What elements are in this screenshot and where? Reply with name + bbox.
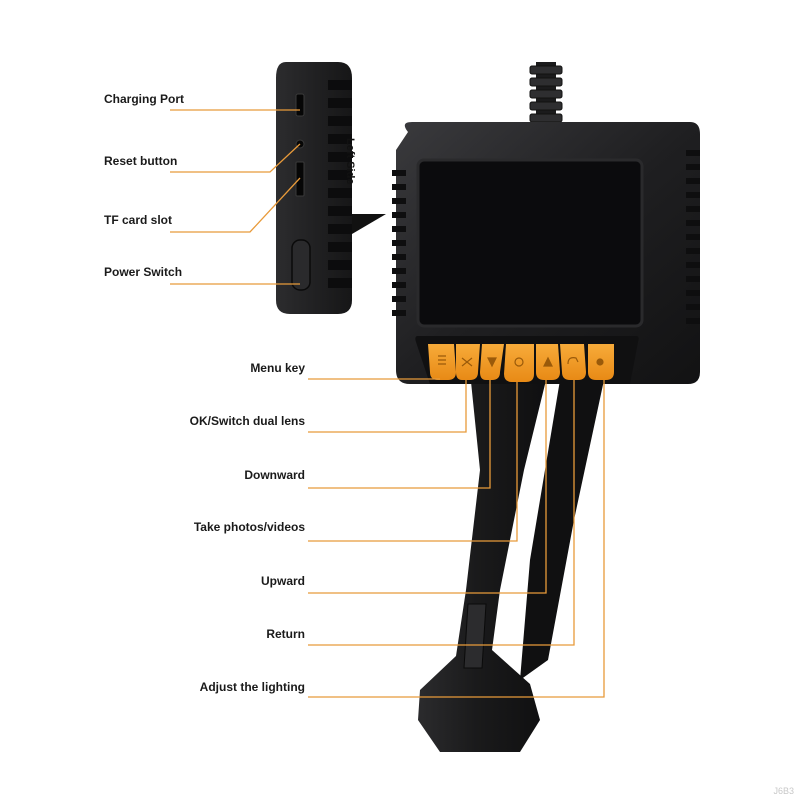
button-callouts (308, 378, 605, 698)
charging-port (295, 93, 305, 117)
menu-key-label: Menu key (250, 361, 305, 375)
take-photos-label: Take photos/videos (193, 520, 305, 534)
control-buttons (428, 344, 614, 382)
side-callouts (170, 109, 301, 285)
handle (418, 372, 604, 752)
cable (529, 62, 563, 132)
tf-card-slot-label: TF card slot (104, 213, 173, 227)
return-icon (567, 357, 579, 365)
power-switch (291, 239, 311, 291)
tf-card-slot (295, 161, 305, 197)
return-label: Return (266, 627, 305, 641)
downward-label: Downward (244, 468, 305, 482)
power-switch-label: Power Switch (104, 265, 183, 279)
ok-switch-label: OK/Switch dual lens (189, 414, 305, 428)
switch-lens-icon (461, 357, 473, 367)
up-arrow-icon (543, 356, 553, 367)
reset-button-label: Reset button (104, 154, 178, 168)
screen (416, 158, 644, 328)
return-button (560, 344, 586, 380)
watermark: J6B3 (773, 786, 794, 796)
menu-icon (438, 355, 446, 365)
photo-button (504, 344, 534, 382)
upward-label: Upward (260, 574, 305, 588)
menu-button (428, 344, 456, 380)
ok-button (456, 344, 480, 380)
left-side-title: Left Side (344, 138, 356, 185)
charging-port-label: Charging Port (104, 92, 184, 106)
down-arrow-icon (487, 357, 497, 368)
light-icon (596, 358, 604, 366)
adjust-lighting-label: Adjust the lighting (199, 680, 305, 694)
device-body (392, 122, 700, 384)
camera-icon (514, 357, 524, 367)
side-panel (276, 62, 386, 314)
